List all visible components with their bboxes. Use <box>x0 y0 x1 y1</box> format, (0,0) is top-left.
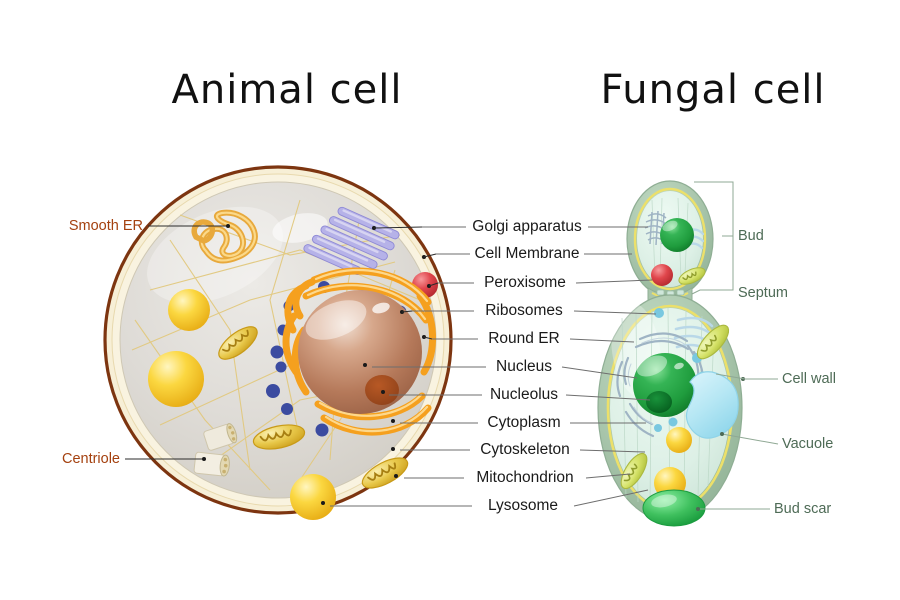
label-nucleus: Nucleus <box>496 358 552 375</box>
bud-scar <box>642 489 706 527</box>
label-septum: Septum <box>738 285 788 301</box>
round-er-animal-highlight <box>306 268 429 433</box>
left-label-group: Smooth ER Centriole <box>62 218 143 467</box>
label-round-er: Round ER <box>488 330 560 347</box>
nucleus-highlight-dot-animal <box>372 302 390 314</box>
label-bud: Bud <box>738 228 764 244</box>
vacuole-fungal <box>685 371 739 439</box>
label-cell-membrane: Cell Membrane <box>474 245 579 262</box>
centriole-animal <box>193 423 238 477</box>
label-cytoskeleton: Cytoskeleton <box>480 441 570 458</box>
bud-mitochondrion <box>678 267 706 285</box>
bud-peroxisome <box>651 264 673 286</box>
label-nucleolus: Nucleolus <box>490 386 558 403</box>
lysosome-fungal-1 <box>666 427 692 453</box>
bud-scar-highlight <box>651 494 677 508</box>
label-centriole: Centriole <box>62 451 120 467</box>
center-label-group: Golgi apparatus Cell Membrane Peroxisome… <box>472 218 582 514</box>
label-cell-wall: Cell wall <box>782 371 836 387</box>
mitochondrion-fungal-1 <box>696 324 730 360</box>
nucleus-highlight-fungal <box>636 355 668 377</box>
nucleolus-animal <box>365 375 399 405</box>
nucleolus-fungal <box>646 391 672 413</box>
fungal-mother-cell <box>597 294 743 527</box>
septum-pores <box>656 289 685 297</box>
mitochondrion-animal-2 <box>252 424 306 450</box>
left-leader-lines <box>125 224 230 461</box>
mitochondrion-animal-3 <box>361 457 409 489</box>
label-ribosomes: Ribosomes <box>485 302 563 319</box>
label-lysosome: Lysosome <box>488 497 558 514</box>
label-peroxisome: Peroxisome <box>484 274 566 291</box>
page-title-fungal: Fungal cell <box>600 67 825 113</box>
page-title-animal: Animal cell <box>172 67 403 113</box>
lysosome-animal-3 <box>290 474 336 520</box>
fungal-cell <box>597 180 743 527</box>
label-golgi-apparatus: Golgi apparatus <box>472 218 582 235</box>
nucleus-highlight-dot-fungal <box>674 362 684 370</box>
animal-cell-sheen <box>147 206 283 304</box>
round-er-fungal-inner <box>627 337 687 425</box>
right-label-group: Bud Septum Cell wall Vacuole Bud scar <box>738 228 836 517</box>
animal-cell <box>103 165 453 520</box>
label-vacuole: Vacuole <box>782 436 833 452</box>
smooth-er <box>191 209 258 264</box>
center-leader-lines <box>321 226 657 507</box>
mitochondrion-fungal-2 <box>620 452 648 490</box>
bud-nucleus-highlight <box>662 220 678 232</box>
label-mitochondrion: Mitochondrion <box>476 469 573 486</box>
golgi-apparatus-animal <box>303 206 400 276</box>
label-bud-scar: Bud scar <box>774 501 831 517</box>
label-cytoplasm: Cytoplasm <box>487 414 560 431</box>
fungal-bud <box>626 180 714 298</box>
bud-cell-membrane <box>633 187 707 291</box>
nucleus-highlight-animal <box>305 300 367 340</box>
bud-nucleus <box>660 218 694 252</box>
mitochondrion-animal-1 <box>218 326 258 360</box>
right-leader-lines <box>691 181 779 511</box>
lysosome-animal-2 <box>148 351 204 407</box>
label-smooth-er: Smooth ER <box>69 218 143 234</box>
lysosome-animal-1 <box>168 289 210 331</box>
animal-cytoskeleton <box>131 199 421 491</box>
animal-cell-sheen-small <box>272 213 328 243</box>
